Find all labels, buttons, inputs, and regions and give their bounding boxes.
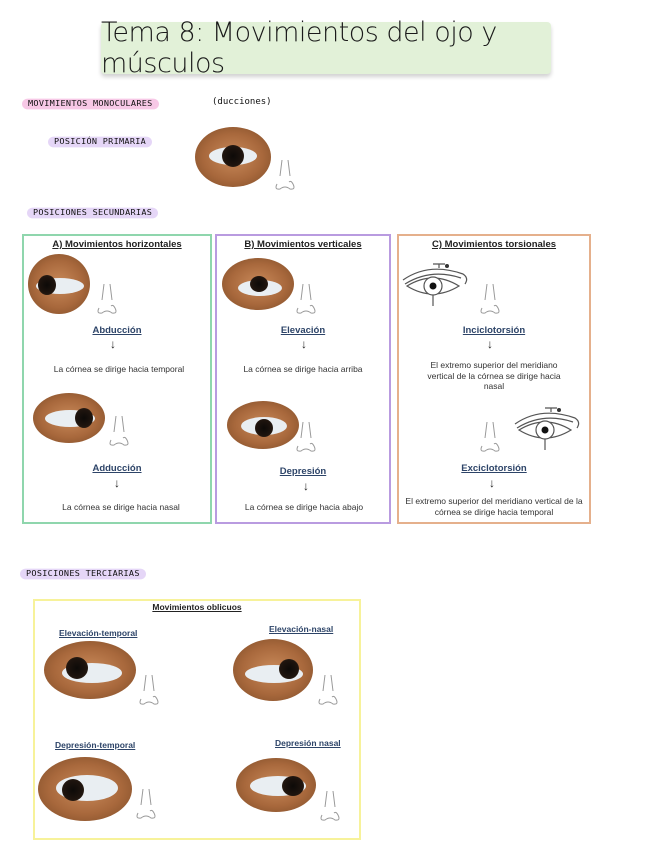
eye-photo-depresion-nasal xyxy=(236,758,316,812)
nose-icon xyxy=(318,674,338,705)
eye-photo-depresion xyxy=(227,401,299,449)
term-elevacion-temporal: Elevación-temporal xyxy=(59,628,138,638)
term-abduccion: Abducción xyxy=(92,325,142,336)
arrow-down-icon: ↓ xyxy=(114,476,120,490)
arrow-down-icon: ↓ xyxy=(303,479,309,493)
box-title: B) Movimientos verticales xyxy=(244,239,362,250)
eye-diagram-icon xyxy=(402,263,468,306)
term-depresion: Depresión xyxy=(279,466,327,477)
eye-photo-adduccion xyxy=(33,393,105,443)
box-title: C) Movimientos torsionales xyxy=(431,239,557,250)
eye-diagram-icon xyxy=(514,407,580,450)
title-banner: Tema 8: Movimientos del ojo y músculos xyxy=(101,17,551,79)
box-movimientos-torsionales: C) Movimientos torsionales Inciclotorsió… xyxy=(397,234,591,524)
nose-icon xyxy=(320,790,340,821)
nose-icon xyxy=(480,421,500,452)
heading-posiciones-secundarias: Posiciones secundarias xyxy=(27,207,159,219)
nose-icon xyxy=(97,283,117,314)
heading-movimientos-monoculares: Movimientos monoculares xyxy=(22,98,159,110)
desc-abduccion: La córnea se dirige hacia temporal xyxy=(53,364,185,374)
eye-photo-abduccion xyxy=(28,254,90,314)
box-title: Movimientos oblicuos xyxy=(152,602,242,612)
arrow-down-icon: ↓ xyxy=(487,337,493,351)
nose-icon xyxy=(139,674,159,705)
desc-elevacion: La córnea se dirige hacia arriba xyxy=(243,364,363,374)
nose-icon xyxy=(109,415,129,446)
box-movimientos-oblicuos: Movimientos oblicuos Elevación-temporal … xyxy=(33,599,361,840)
term-depresion-nasal: Depresión nasal xyxy=(275,738,341,748)
eye-photo-elevacion xyxy=(222,258,294,310)
heading-ducciones: (ducciones) xyxy=(212,97,272,107)
label-posicion-primaria: Posición primaria xyxy=(48,136,153,148)
desc-exciclotorsion: El extremo superior del meridiano vertic… xyxy=(405,496,583,517)
arrow-down-icon: ↓ xyxy=(489,476,495,490)
term-adduccion: Adducción xyxy=(92,463,142,474)
desc-inciclotorsion: El extremo superior del meridiano vertic… xyxy=(427,360,561,391)
eye-photo-primary xyxy=(195,127,271,187)
box-movimientos-verticales: B) Movimientos verticales Elevación ↓ La… xyxy=(215,234,391,524)
nose-icon xyxy=(480,283,500,314)
page-title: Tema 8: Movimientos del ojo y músculos xyxy=(101,17,497,79)
desc-depresion: La córnea se dirige hacia abajo xyxy=(244,502,364,512)
nose-icon xyxy=(275,159,295,190)
eye-photo-depresion-temporal xyxy=(38,757,132,821)
eye-photo-elevacion-nasal xyxy=(233,639,313,701)
term-elevacion: Elevación xyxy=(280,325,326,336)
box-title: A) Movimientos horizontales xyxy=(52,239,182,250)
heading-posiciones-terciarias: Posiciones terciarias xyxy=(20,568,146,580)
eye-photo-elevacion-temporal xyxy=(44,641,136,699)
box-movimientos-horizontales: A) Movimientos horizontales Abducción ↓ … xyxy=(22,234,212,524)
term-depresion-temporal: Depresión-temporal xyxy=(55,740,136,750)
nose-icon xyxy=(136,788,156,819)
nose-icon xyxy=(296,283,316,314)
term-elevacion-nasal: Elevación-nasal xyxy=(269,624,334,634)
nose-icon xyxy=(296,421,316,452)
arrow-down-icon: ↓ xyxy=(110,337,116,351)
desc-adduccion: La córnea se dirige hacia nasal xyxy=(62,502,180,512)
arrow-down-icon: ↓ xyxy=(301,337,307,351)
term-exciclotorsion: Exciclotorsión xyxy=(461,463,527,474)
term-inciclotorsion: Inciclotorsión xyxy=(462,325,526,336)
